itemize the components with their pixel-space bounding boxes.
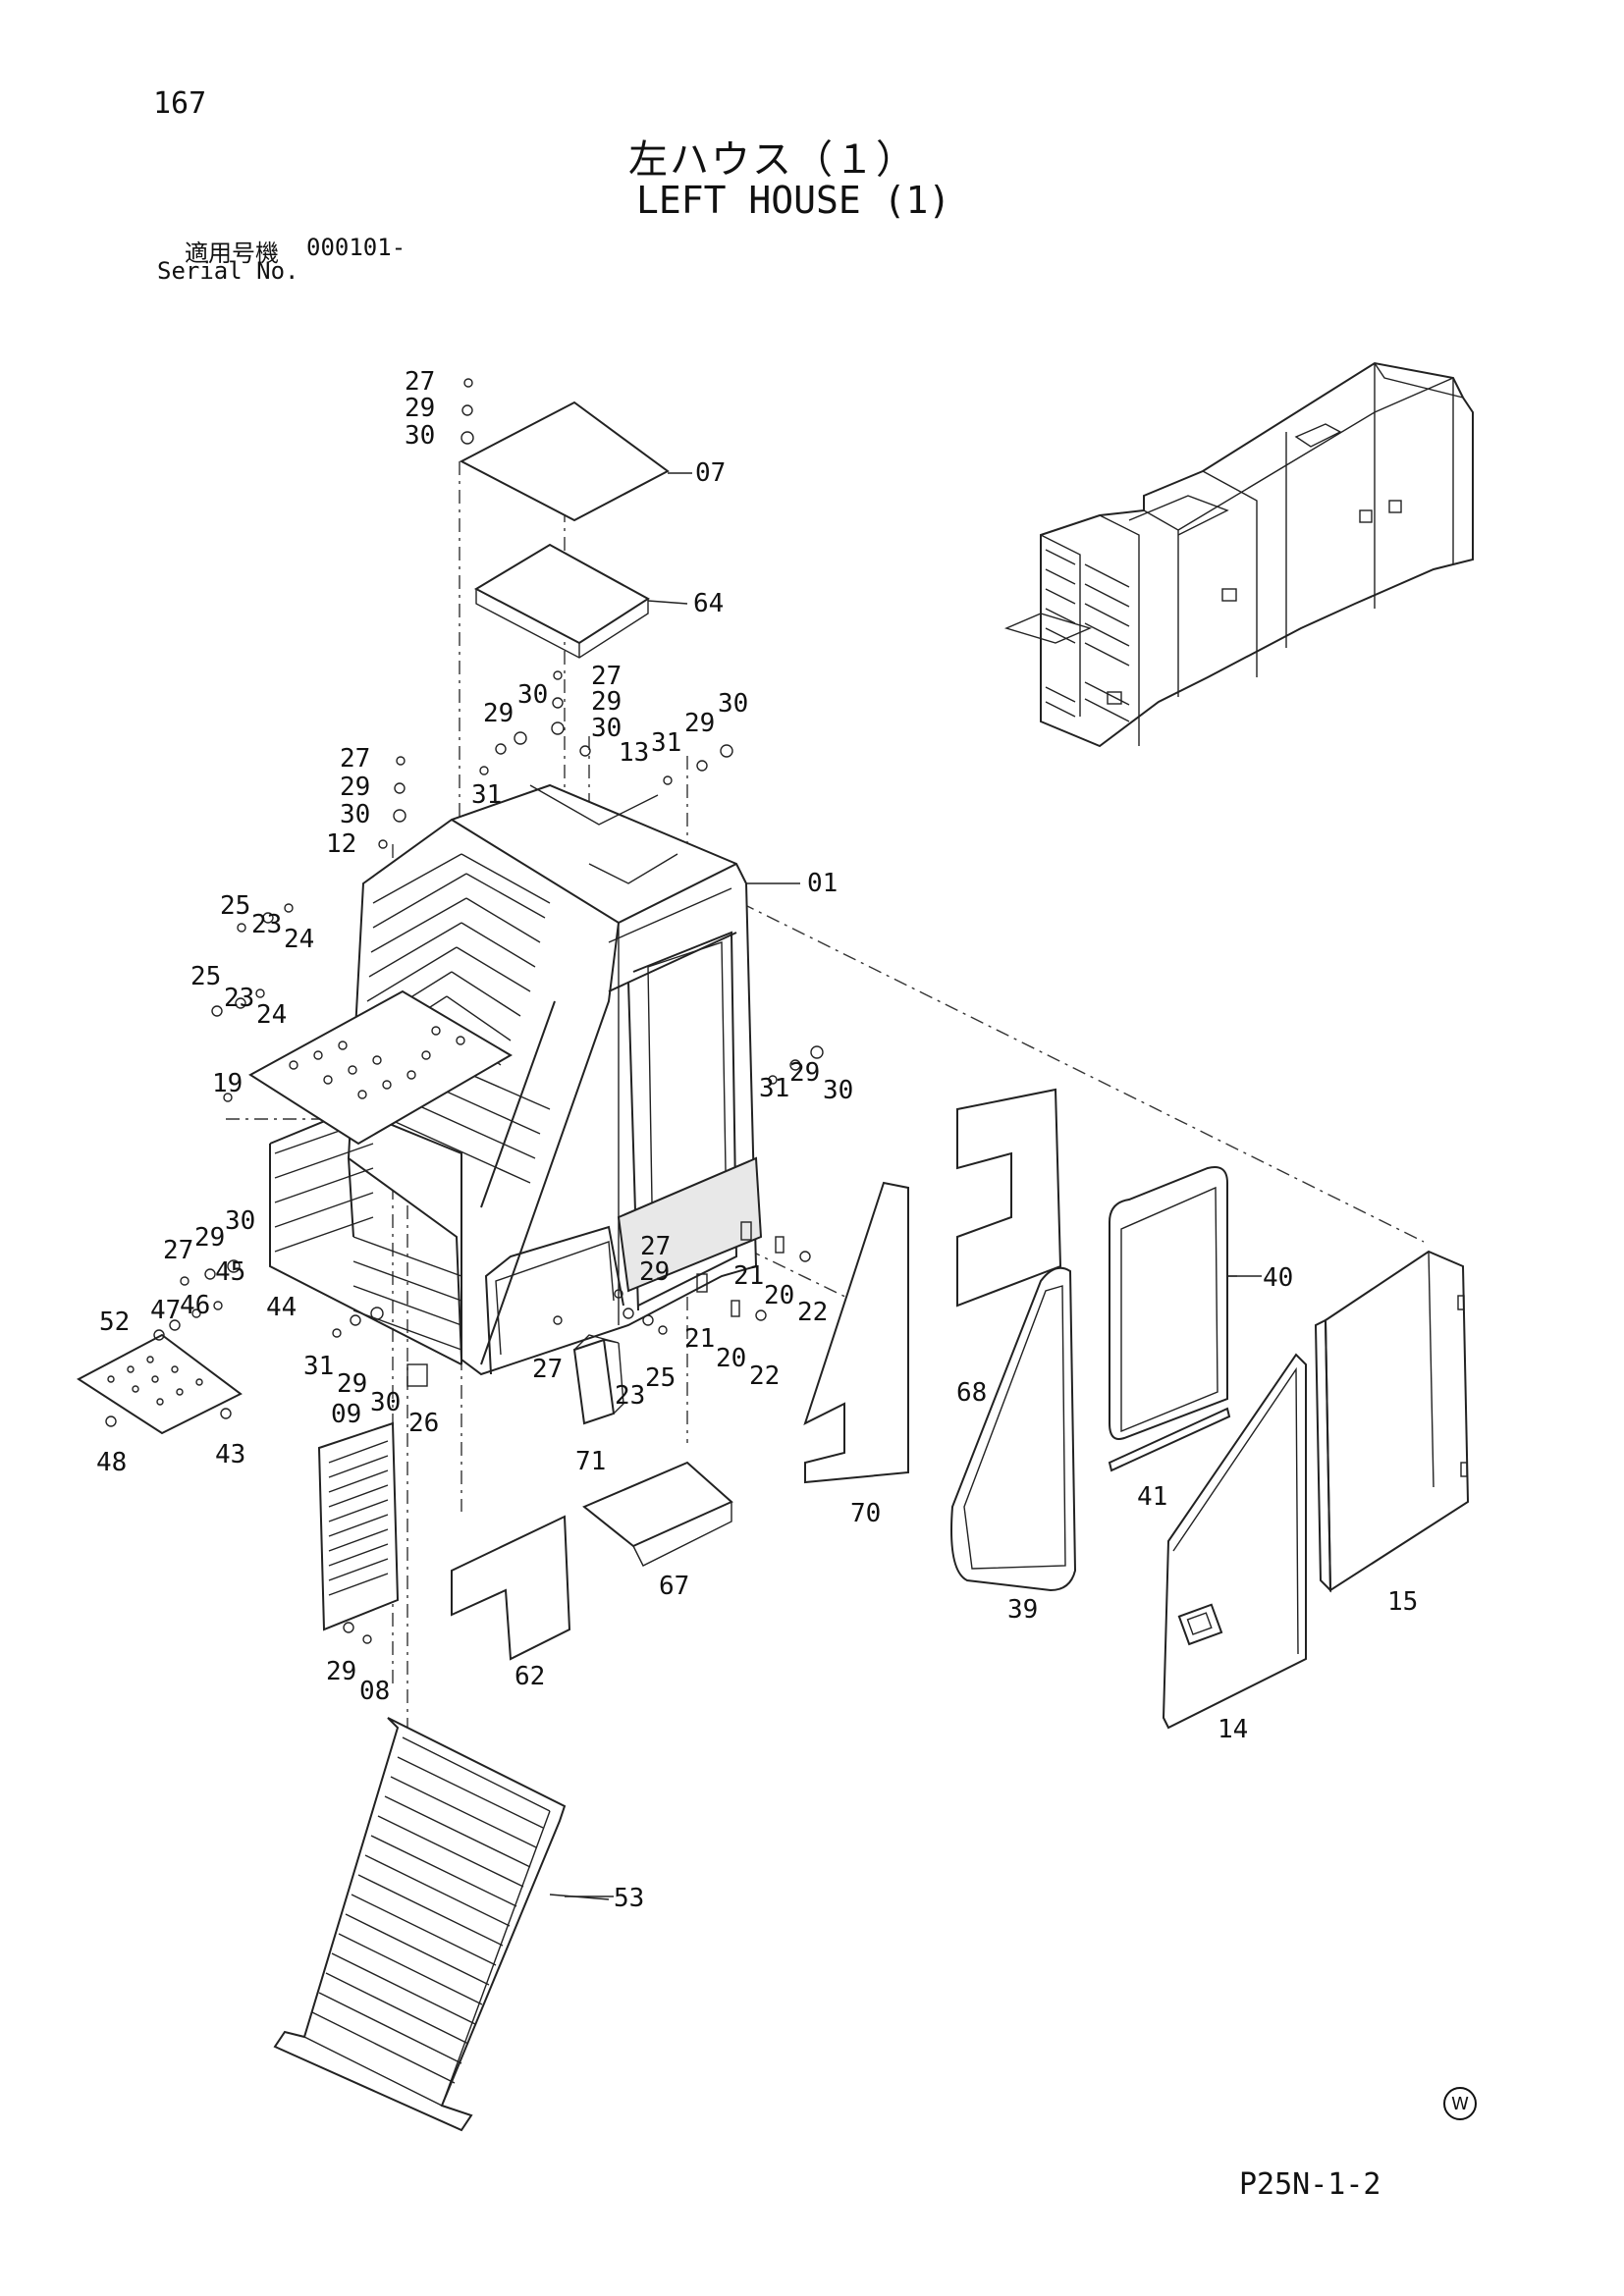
strip-41 (1108, 1407, 1231, 1472)
callout-label: 67 (659, 1572, 689, 1601)
callout-label: 15 (1387, 1587, 1418, 1617)
callout-label: 62 (514, 1662, 545, 1691)
callout-label: 08 (359, 1677, 390, 1706)
callout-label: 68 (956, 1378, 987, 1408)
callout-label: 29 (337, 1369, 367, 1399)
callout-label: 30 (340, 800, 370, 829)
callout-label: 21 (684, 1324, 715, 1354)
callout-label: 44 (266, 1293, 297, 1322)
callout-label: 46 (180, 1291, 210, 1320)
page-title-english: LEFT HOUSE (1) (636, 179, 951, 222)
callout-label: 25 (190, 962, 221, 991)
callout-label: 14 (1218, 1715, 1248, 1744)
callout-label: 20 (764, 1281, 794, 1310)
callout-label: 30 (405, 421, 435, 451)
callout-label: 29 (483, 699, 514, 728)
callout-label: 22 (797, 1298, 828, 1327)
callout-label: 13 (619, 738, 649, 768)
callout-label: 29 (405, 394, 435, 423)
callout-label: 22 (749, 1362, 780, 1391)
insulation-70 (803, 1181, 909, 1484)
callout-label: 19 (212, 1069, 243, 1098)
callout-label: 24 (256, 1000, 287, 1030)
callout-label: 64 (693, 589, 724, 618)
machine-overview-illustration (1003, 361, 1474, 748)
callout-label: 23 (224, 984, 254, 1013)
callout-label: 31 (303, 1352, 334, 1381)
step-plate-52 (77, 1333, 243, 1435)
callout-label: 29 (194, 1223, 225, 1253)
callout-label: 20 (716, 1344, 746, 1373)
grille-53 (273, 1717, 567, 2132)
callout-label: 30 (225, 1206, 255, 1236)
callout-label: 43 (215, 1440, 245, 1469)
door-14 (1162, 1353, 1307, 1730)
callout-label: 23 (251, 910, 282, 939)
callout-label: 53 (614, 1884, 644, 1913)
callout-label: 27 (591, 662, 622, 691)
part-labels: 27 29 30 07 64 27 29 30 29 30 13 31 31 2… (96, 367, 1418, 1913)
callout-label: 39 (1007, 1595, 1038, 1625)
page-title-japanese: 左ハウス（１） (628, 137, 917, 183)
callout-label: 31 (651, 728, 681, 758)
callout-label: 07 (695, 458, 726, 488)
callout-label: 24 (284, 925, 314, 954)
callout-label: 27 (532, 1355, 563, 1384)
callout-label: 29 (684, 709, 715, 738)
callout-label: 01 (807, 869, 838, 898)
callout-label: 29 (340, 773, 370, 802)
callout-label: 30 (517, 680, 548, 710)
insulation-62 (451, 1515, 571, 1661)
callout-label: 29 (326, 1657, 356, 1686)
callout-label: 30 (370, 1388, 401, 1417)
callout-label: 25 (220, 891, 250, 921)
callout-label: 27 (405, 367, 435, 397)
roof-insulation-64 (473, 543, 650, 645)
fasteners (105, 378, 824, 1644)
callout-label: 48 (96, 1448, 127, 1477)
side-grille-09 (317, 1421, 400, 1631)
callout-label: 70 (850, 1499, 881, 1528)
callout-label: 09 (331, 1400, 361, 1429)
callout-label: 26 (408, 1409, 439, 1438)
leader-lines (549, 472, 1262, 1900)
callout-label: 47 (150, 1296, 181, 1325)
callout-label: 30 (823, 1076, 853, 1105)
callout-label: 30 (718, 689, 748, 719)
callout-label: 25 (645, 1363, 676, 1393)
house-frame-01 (248, 783, 763, 1376)
page-number: 167 (153, 86, 207, 121)
callout-label: 21 (733, 1261, 764, 1291)
callout-label: 27 (640, 1232, 671, 1261)
block-71 (572, 1338, 616, 1425)
callout-label: 27 (340, 744, 370, 774)
callout-label: 31 (759, 1074, 789, 1103)
callout-label: 31 (471, 780, 502, 810)
callout-label: 23 (615, 1381, 645, 1411)
serial-label-english: Serial No. (157, 257, 299, 285)
roof-plate-07 (459, 400, 670, 522)
callout-label: 30 (591, 714, 622, 743)
callout-label: 45 (215, 1257, 245, 1287)
callout-label: 12 (326, 829, 356, 859)
callout-label: 40 (1263, 1263, 1293, 1293)
callout-label: 29 (639, 1257, 670, 1287)
callout-label: 27 (163, 1236, 193, 1265)
callout-label: 29 (591, 687, 622, 717)
panel-15 (1314, 1250, 1470, 1593)
insulation-67 (582, 1461, 733, 1548)
overview-grille (1045, 549, 1130, 722)
callout-label: 41 (1137, 1482, 1167, 1512)
serial-number-value: 000101- (306, 234, 406, 261)
corner-mark: W (1443, 2087, 1477, 2120)
window-seal-39 (950, 1266, 1077, 1592)
serial-label-japanese: 適用号機 (185, 240, 279, 267)
insulation-68 (956, 1088, 1062, 1308)
callout-label: 29 (789, 1058, 820, 1088)
callout-label: 71 (575, 1447, 606, 1476)
drawing-code: P25N-1-2 (1239, 2167, 1381, 2202)
callout-label: 52 (99, 1308, 130, 1337)
window-seal-40 (1109, 1166, 1228, 1440)
